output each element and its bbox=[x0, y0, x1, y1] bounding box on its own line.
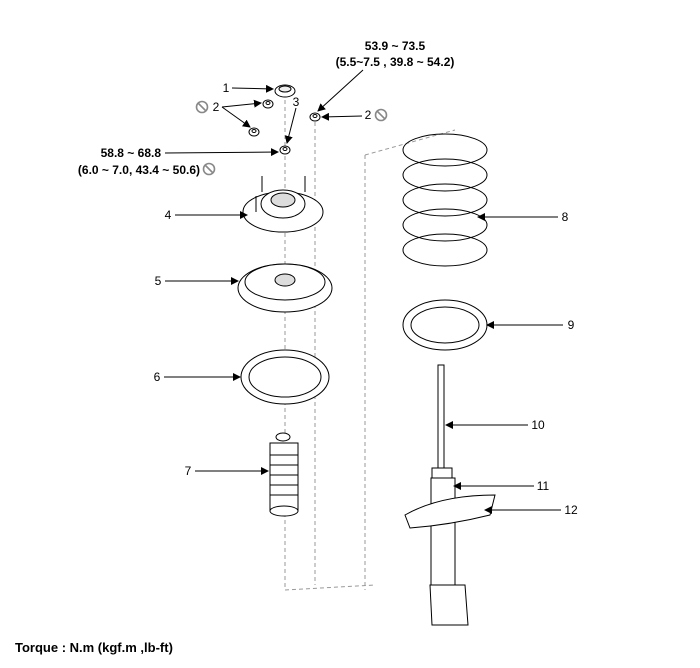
callout-11: 11 bbox=[537, 479, 550, 493]
lock-nut bbox=[279, 145, 291, 155]
upper-spring-pad bbox=[402, 299, 488, 351]
spring-pad bbox=[240, 349, 330, 405]
nut bbox=[309, 112, 321, 122]
dust-cap bbox=[274, 84, 296, 98]
callout-8: 8 bbox=[562, 210, 569, 224]
callout-2: 2 bbox=[213, 100, 220, 114]
torque-unit-footer: Torque : N.m (kgf.m ,lb-ft) bbox=[15, 640, 173, 655]
torque-left-alt: (6.0 ~ 7.0, 43.4 ~ 50.6) bbox=[78, 163, 200, 177]
callout-1: 1 bbox=[223, 81, 230, 95]
torque-top-alt: (5.5~7.5 , 39.8 ~ 54.2) bbox=[336, 55, 455, 69]
callout-4: 4 bbox=[165, 208, 172, 222]
prohibit-icon bbox=[374, 108, 388, 122]
torque-top-nm: 53.9 ~ 73.5 bbox=[365, 39, 426, 53]
callout-5: 5 bbox=[155, 274, 162, 288]
callout-9: 9 bbox=[568, 318, 575, 332]
prohibit-icon bbox=[202, 162, 216, 176]
callout-6: 6 bbox=[154, 370, 161, 384]
spring-seat-plate bbox=[237, 263, 333, 313]
callout-2b: 2 bbox=[365, 108, 372, 122]
callout-12: 12 bbox=[564, 503, 578, 517]
prohibit-icon bbox=[195, 100, 209, 114]
nut bbox=[248, 127, 260, 137]
strut-assembly bbox=[404, 364, 496, 626]
callout-10: 10 bbox=[531, 418, 545, 432]
nut bbox=[262, 99, 274, 109]
callout-3: 3 bbox=[293, 95, 300, 109]
insulator-mount bbox=[242, 176, 324, 233]
coil-spring bbox=[402, 133, 488, 267]
callout-7: 7 bbox=[185, 464, 192, 478]
bump-stopper bbox=[269, 432, 299, 517]
torque-left-nm: 58.8 ~ 68.8 bbox=[101, 146, 162, 160]
leader-lines bbox=[164, 69, 563, 514]
